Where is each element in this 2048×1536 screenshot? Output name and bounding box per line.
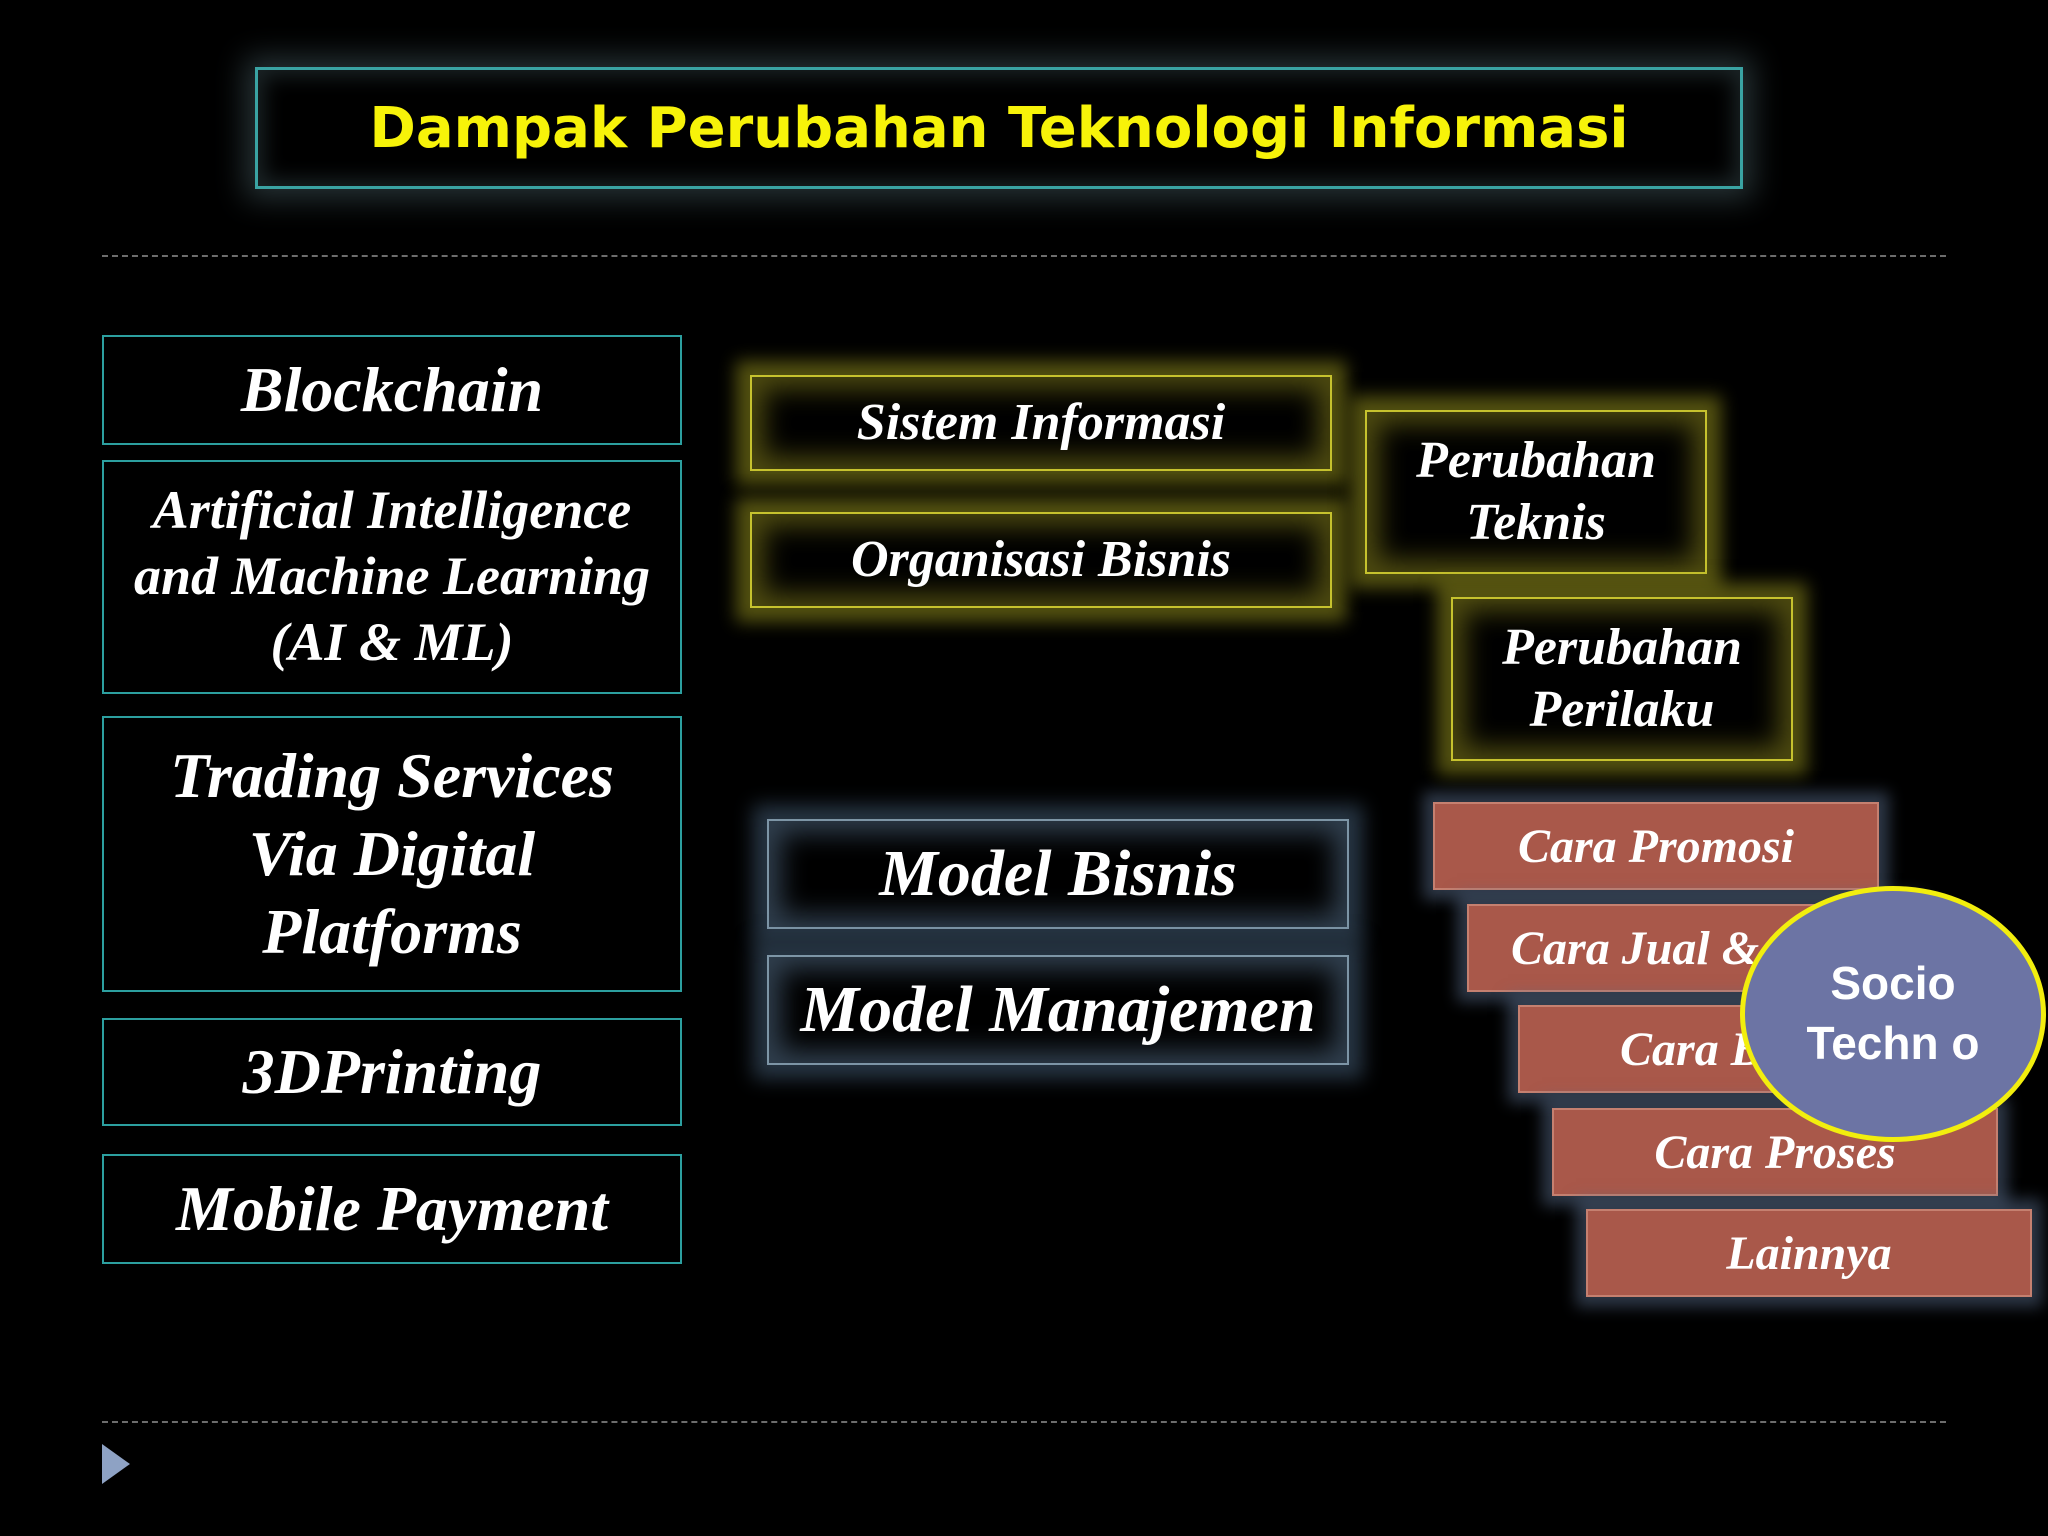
- box-sistem-informasi: Sistem Informasi: [750, 375, 1332, 471]
- tech-label: Artificial Intelligence and Machine Lear…: [133, 480, 651, 672]
- tech-label: Trading Services Via Digital Platforms: [170, 739, 614, 968]
- page-title: Dampak Perubahan Teknologi Informasi: [369, 95, 1629, 161]
- tech-box-ai-ml: Artificial Intelligence and Machine Lear…: [102, 460, 682, 694]
- box-perubahan-perilaku: Perubahan Perilaku: [1451, 597, 1793, 761]
- box-model-manajemen: Model Manajemen: [767, 955, 1349, 1065]
- tech-label: 3DPrinting: [242, 1035, 542, 1107]
- box-label: Model Bisnis: [879, 837, 1237, 910]
- play-triangle-icon[interactable]: [102, 1444, 130, 1484]
- box-label: Perubahan Perilaku: [1502, 618, 1742, 738]
- box-label: Model Manajemen: [800, 973, 1316, 1046]
- divider-top: [102, 255, 1946, 257]
- tech-box-mobile-payment: Mobile Payment: [102, 1154, 682, 1264]
- cara-label: Lainnya: [1726, 1226, 1892, 1280]
- box-model-bisnis: Model Bisnis: [767, 819, 1349, 929]
- divider-bottom: [102, 1421, 1946, 1423]
- box-label: Organisasi Bisnis: [850, 530, 1232, 588]
- circle-label: Socio Techn o: [1806, 957, 1980, 1069]
- socio-techno-circle: Socio Techn o: [1740, 886, 2046, 1142]
- title-box: Dampak Perubahan Teknologi Informasi: [255, 67, 1743, 189]
- tech-box-blockchain: Blockchain: [102, 335, 682, 445]
- tech-box-trading-services: Trading Services Via Digital Platforms: [102, 716, 682, 992]
- box-label: Perubahan Teknis: [1416, 431, 1656, 551]
- cara-item: Cara Promosi: [1433, 802, 1879, 890]
- cara-item: Lainnya: [1586, 1209, 2032, 1297]
- box-label: Sistem Informasi: [856, 393, 1226, 451]
- cara-label: Cara B: [1620, 1022, 1763, 1076]
- tech-label: Blockchain: [240, 353, 544, 425]
- cara-label: Cara Promosi: [1517, 819, 1795, 873]
- tech-box-3dprinting: 3DPrinting: [102, 1018, 682, 1126]
- cara-label: Cara Jual &: [1511, 921, 1760, 975]
- box-organisasi-bisnis: Organisasi Bisnis: [750, 512, 1332, 608]
- tech-label: Mobile Payment: [176, 1172, 608, 1244]
- box-perubahan-teknis: Perubahan Teknis: [1365, 410, 1707, 574]
